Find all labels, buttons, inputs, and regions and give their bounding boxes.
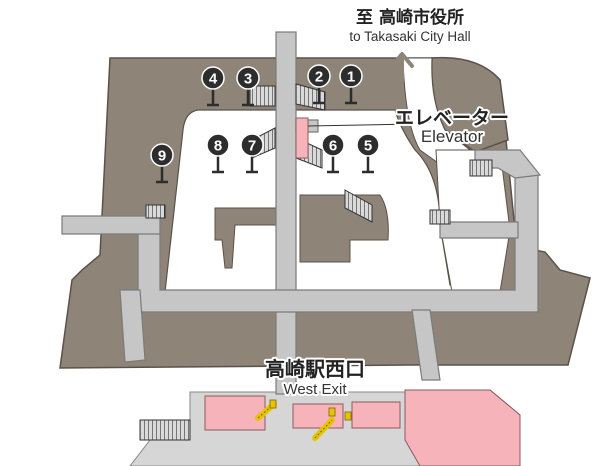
- walkway-sw-spur: [119, 289, 146, 363]
- bus-stop-3[interactable]: 3: [236, 66, 260, 107]
- bus-stop-7[interactable]: 7: [240, 133, 264, 174]
- bus-stop-8[interactable]: 8: [206, 133, 230, 174]
- city-hall-label-jp: 至 高崎市役所: [356, 7, 464, 28]
- arrow-up-icon: [390, 52, 414, 82]
- stairs-icon: [429, 209, 451, 225]
- bus-stop-6[interactable]: 6: [321, 133, 345, 174]
- escalator-icon: [312, 407, 352, 441]
- map-pin-icon: [236, 66, 260, 90]
- bus-stop-5[interactable]: 5: [356, 133, 380, 174]
- bus-stop-2[interactable]: 2: [307, 64, 331, 105]
- elevator-leader-line: [307, 123, 413, 127]
- bus-stop-number: 2: [315, 69, 323, 86]
- shop-center-top: [292, 403, 344, 429]
- west-exit-label-jp: 高崎駅西口: [265, 357, 365, 381]
- bus-stop-number: 3: [244, 71, 252, 88]
- bus-stop-number: 6: [329, 138, 337, 155]
- stairs-icon: [344, 189, 373, 223]
- bus-stop-1[interactable]: 1: [339, 64, 363, 105]
- map-pin-icon: [307, 64, 331, 88]
- map-pin-icon: [356, 133, 380, 157]
- shop-far-right-top: [404, 389, 521, 466]
- shop-right-top: [351, 401, 401, 429]
- bus-stop-number: 9: [158, 148, 166, 165]
- stairs-icon: [249, 85, 276, 107]
- bus-stop-number: 7: [248, 138, 256, 155]
- bus-stop-4[interactable]: 4: [201, 66, 225, 107]
- walkways: [61, 31, 542, 395]
- shop-left-top: [204, 395, 266, 431]
- escalator-icon: [255, 399, 277, 421]
- bus-stop-9[interactable]: 9: [150, 143, 174, 184]
- map-pin-icon: [339, 64, 363, 88]
- stairs-icon: [469, 159, 493, 177]
- elevator-icon: [295, 117, 309, 159]
- elevator-marker: [295, 117, 413, 159]
- bus-stop-number: 1: [347, 69, 355, 86]
- walkway-se-spur: [411, 309, 441, 381]
- escalators: [255, 399, 352, 441]
- bus-stop-number: 8: [214, 138, 222, 155]
- city-hall-label-en: to Takasaki City Hall: [349, 29, 470, 44]
- bus-stop-pins: 1 2 3 4 5 6 7 8 9: [150, 64, 380, 184]
- map-pin-icon: [206, 133, 230, 157]
- stairs-icon: [145, 204, 166, 219]
- walkway-north-south: [275, 31, 297, 395]
- map-pin-icon: [240, 133, 264, 157]
- map-pin-icon: [201, 66, 225, 90]
- bus-stop-number: 4: [209, 71, 218, 88]
- stairs-icon: [139, 419, 191, 441]
- map-pin-icon: [321, 133, 345, 157]
- map-pin-icon: [150, 143, 174, 167]
- walkway-west-arm: [61, 215, 161, 235]
- bus-stop-number: 5: [364, 138, 372, 155]
- west-exit-label-en: West Exit: [283, 381, 347, 398]
- elevator-label-jp: エレベーター: [395, 107, 509, 129]
- elevator-label-en: Elevator: [421, 127, 484, 146]
- walkway-east-arm: [439, 221, 519, 239]
